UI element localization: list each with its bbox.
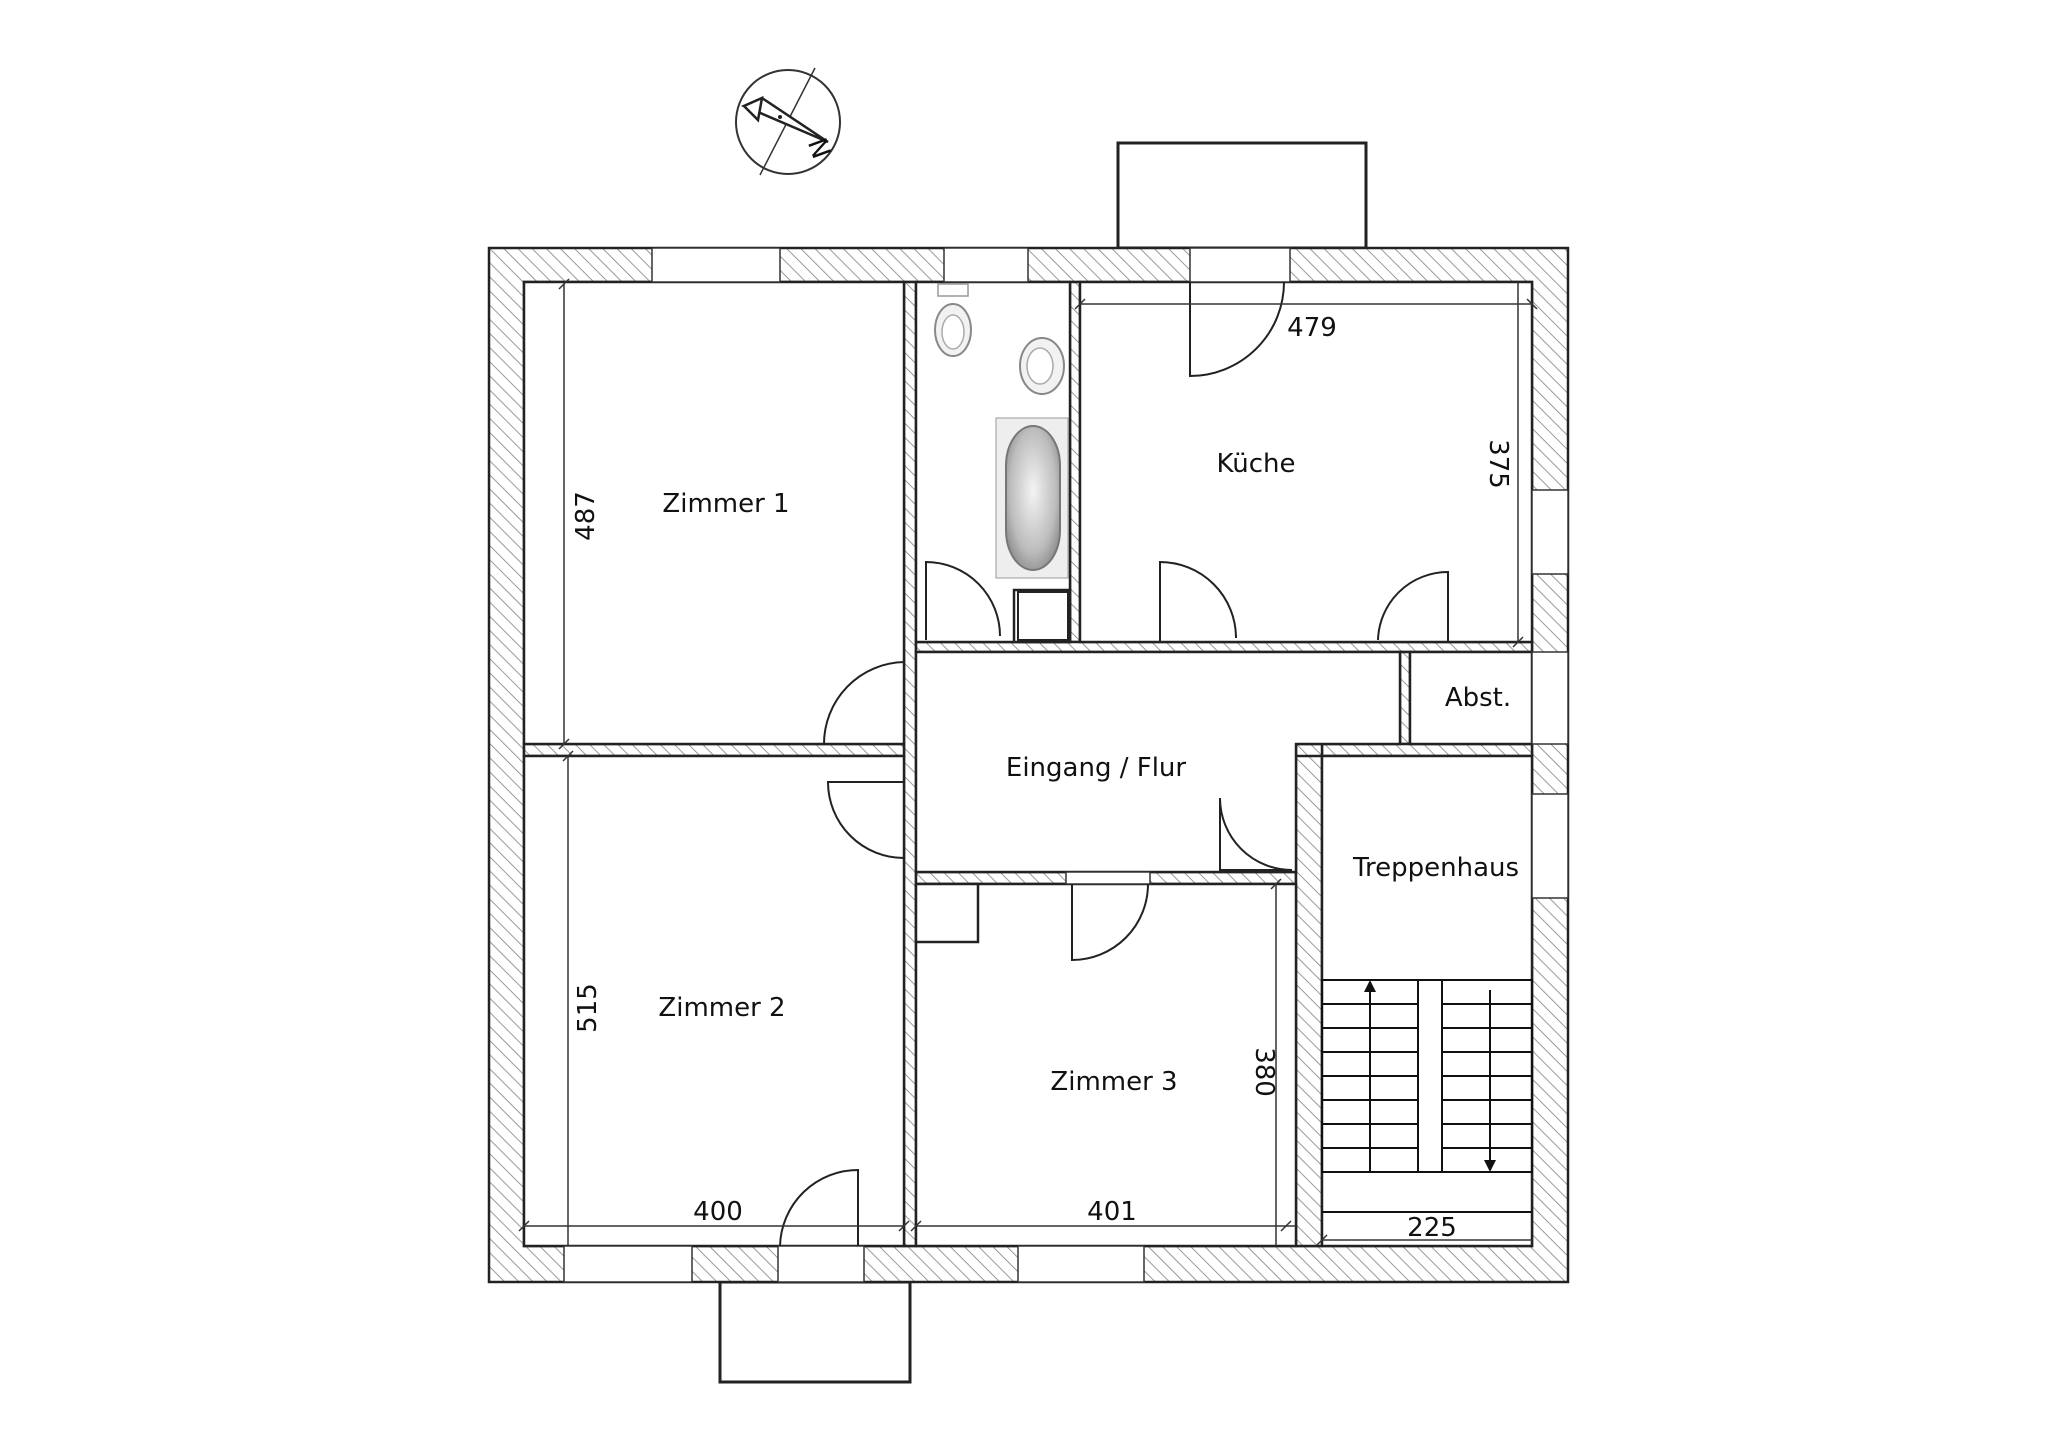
balcony-north: [1116, 141, 1368, 250]
room-label-zimmer-3: Zimmer 3: [1050, 1067, 1177, 1097]
room-label-zimmer-2: Zimmer 2: [658, 993, 785, 1023]
dimension-kueche-width: 479: [1287, 313, 1337, 343]
staircase: [1321, 979, 1533, 1213]
dimension-lines: [518, 278, 1538, 1246]
dimension-zimmer-1-height: 487: [571, 491, 601, 541]
dimension-zimmer-3-width: 401: [1087, 1197, 1137, 1227]
dimension-zimmer-3-height: 380: [1249, 1047, 1279, 1097]
compass: N: [735, 67, 841, 176]
room-label-abst: Abst.: [1445, 683, 1511, 713]
dimension-treppenhaus-width: 225: [1407, 1213, 1457, 1243]
room-label-zimmer-1: Zimmer 1: [662, 489, 789, 519]
doors: [779, 281, 1449, 1247]
dimension-zimmer-2-width: 400: [693, 1197, 743, 1227]
bathroom-fixtures: [934, 283, 1069, 641]
room-label-eingang-flur: Eingang / Flur: [1006, 753, 1186, 783]
room-label-kueche: Küche: [1216, 449, 1295, 479]
room-label-treppenhaus: Treppenhaus: [1352, 853, 1519, 883]
balcony-south: [718, 1280, 912, 1384]
compass-north-label: N: [804, 133, 839, 162]
room-areas: [522, 280, 1534, 1248]
dimension-zimmer-2-height: 515: [573, 983, 603, 1033]
bathtub-icon: [1005, 425, 1061, 571]
windows: [563, 247, 1569, 1283]
dimension-kueche-height: 375: [1483, 439, 1513, 489]
